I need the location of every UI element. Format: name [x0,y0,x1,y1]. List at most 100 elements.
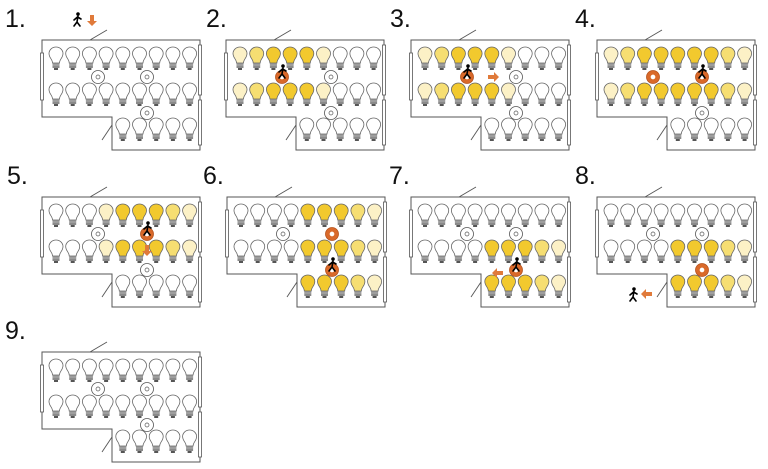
bulb-middle-8 [165,394,181,418]
bulb-tip [321,139,326,141]
bulb-middle-1 [233,239,249,263]
bulb-middle-4 [653,239,669,263]
bulb-glass [65,203,81,221]
bulb-tip [439,225,444,227]
bulb-tip [137,380,142,382]
arrow-down-icon [87,15,97,26]
bulb-glass [349,117,365,135]
bulb-bottom-6 [132,429,147,453]
bulb-top-1 [48,203,64,227]
bulb-tip [725,68,730,70]
bulb-middle-6 [132,394,147,418]
bulb-glass [233,239,249,257]
bulb-base [85,220,93,225]
bulb-base [69,411,77,416]
bulb-tip [87,104,92,106]
bulb-bottom-5 [300,274,316,298]
arrow-shape [641,289,652,299]
bulb-glass [65,82,81,100]
bulb-glass [670,274,686,292]
bulb-tip [742,139,747,141]
bulb-middle-3 [450,82,466,106]
bulb-base [371,256,379,261]
bulb-tip [54,380,58,382]
bulb-top-7 [703,46,719,70]
bulb-top-8 [165,46,181,70]
bulb-bottom-5 [115,117,131,141]
bulb-tip [473,104,478,106]
bulb-bottom-7 [517,274,533,298]
bulb-tip [70,261,75,263]
bulb-tip [625,225,630,227]
motion-sensor-1-icon [91,382,105,396]
bulb-glass [300,203,316,221]
bulb-glass [148,358,164,376]
bulb-top-1 [417,203,433,227]
bulb-tip [120,416,125,418]
bulb-glass [653,82,669,100]
bulb-glass [182,274,198,292]
window-right-lower [198,411,202,458]
bulb-glass [450,239,466,257]
bulb-tip [170,225,175,227]
bulb-glass [48,82,64,100]
bulb-tip [289,261,294,263]
bulb-glass [620,82,636,100]
bulb-glass [148,117,164,135]
bulb-top-2 [434,46,450,70]
bulb-base [136,446,143,451]
bulb-glass [165,82,181,100]
door-bottom [101,436,113,453]
bulb-base [438,256,446,261]
bulb-glass [366,46,382,64]
bulb-top-2 [65,203,81,227]
bulb-tip [305,261,310,263]
bulb-base [136,99,143,104]
bulb-tip [137,104,142,106]
bulb-base [555,291,563,296]
bulb-base [674,256,682,261]
bulb-tip [154,104,159,106]
bulb-base [169,99,177,104]
bulb-glass [703,203,719,221]
bulb-base [69,375,77,380]
panel-1: 1. [5,5,202,151]
bulb-top-6 [132,203,147,227]
bulb-top-3 [265,46,281,70]
bulb-bottom-6 [501,274,516,298]
bulb-bottom-8 [350,274,366,298]
bulb-tip [556,296,561,298]
bulb-base [169,220,177,225]
bulb-glass [81,203,97,221]
bulb-base [521,220,529,225]
bulb-base [337,291,345,296]
bulb-bottom-6 [687,274,702,298]
bulb-glass [132,394,147,412]
bulb-tip [742,225,747,227]
bulb-bottom-9 [737,117,753,141]
sensor-center [513,74,519,80]
door-top [89,29,108,41]
bulb-middle-4 [653,82,669,106]
bulb-base [186,99,194,104]
motion-sensor-1-icon [91,70,105,84]
bulb-base [119,63,127,68]
bulb-tip [354,68,359,70]
bulb-base [488,134,496,139]
bulb-base [102,375,110,380]
bulb-base [624,256,632,261]
bulb-glass [148,203,164,221]
bulb-glass [551,46,567,64]
bulb-bottom-9 [182,274,198,298]
window-left [409,52,413,101]
bulb-bottom-9 [367,274,383,298]
bulb-top-4 [282,46,298,70]
bulb-top-7 [332,46,348,70]
bulb-base [102,220,110,225]
bulb-base [169,134,177,139]
bulb-glass [98,358,114,376]
bulb-glass [653,239,669,257]
bulb-middle-6 [501,239,516,263]
bulb-base [336,99,344,104]
bulb-tip [642,68,647,70]
